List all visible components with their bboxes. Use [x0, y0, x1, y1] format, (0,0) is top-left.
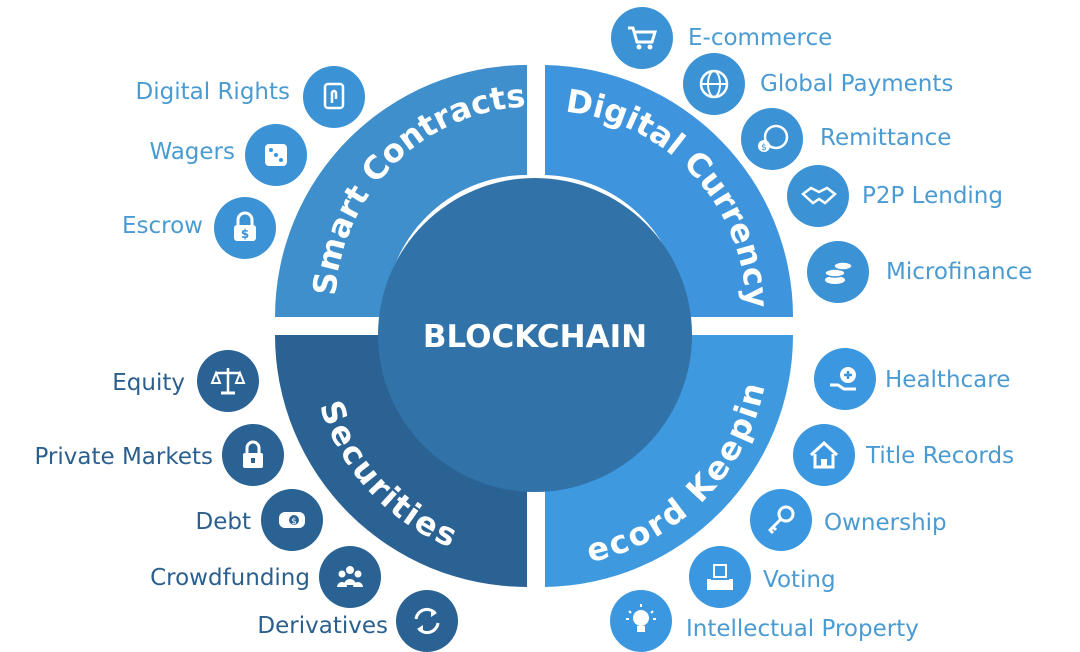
item-e-commerce: E-commerce: [688, 25, 833, 51]
svg-text:$: $: [291, 517, 297, 527]
cycle-arrows-icon-glyph: [414, 607, 440, 635]
item-microfinance: Microfinance: [886, 259, 1033, 285]
item-title-records: Title Records: [866, 443, 1015, 469]
touch-phone-icon: [303, 66, 365, 128]
quadrant-record-keeping: [545, 335, 793, 587]
shopping-cart-icon-glyph: [628, 26, 658, 50]
svg-text:$: $: [241, 227, 249, 241]
ballot-box-icon: [689, 546, 751, 608]
people-group-icon-glyph: [337, 566, 363, 587]
globe-money-icon-glyph: $: [758, 124, 789, 153]
shopping-cart-icon: [611, 7, 673, 69]
item-healthcare: Healthcare: [885, 367, 1011, 393]
item-crowdfunding: Crowdfunding: [150, 565, 310, 591]
medical-hand-icon: [814, 348, 876, 410]
dice-icon: [245, 124, 307, 186]
padlock-icon-glyph: [243, 440, 263, 468]
cycle-arrows-icon: [396, 590, 458, 652]
dice-icon-glyph: [265, 144, 287, 166]
item-p2p-lending: P2P Lending: [862, 183, 1003, 209]
scales-icon: [197, 350, 259, 412]
people-group-icon: [319, 546, 381, 608]
quadrant-digital-currency: [545, 65, 793, 317]
dollar-lock-icon: $: [214, 197, 276, 259]
key-icon-glyph: [767, 505, 795, 535]
item-intellectual-property: Intellectual Property: [686, 616, 919, 642]
people-group-icon-circle: [319, 546, 381, 608]
handshake-icon-glyph: [801, 186, 837, 205]
svg-text:$: $: [761, 143, 767, 153]
lightbulb-icon: [610, 590, 672, 652]
touch-phone-icon-glyph: [323, 82, 345, 110]
globe-money-icon: $: [741, 108, 803, 170]
hub-circle: [378, 178, 692, 492]
globe-money-icon-circle: [741, 108, 803, 170]
quadrant-securities: [275, 335, 527, 587]
cycle-arrows-icon-circle: [396, 590, 458, 652]
handshake-icon: [787, 165, 849, 227]
item-digital-rights: Digital Rights: [135, 79, 290, 105]
scales-icon-glyph: [210, 368, 246, 395]
house-icon: [793, 424, 855, 486]
coin-stack-icon: [807, 241, 869, 303]
quadrant-smart-contracts: [275, 65, 527, 317]
ballot-box-icon-glyph: [707, 564, 733, 590]
item-debt: Debt: [195, 509, 251, 535]
house-icon-circle: [793, 424, 855, 486]
medical-hand-icon-glyph: [830, 367, 856, 391]
dollar-lock-icon-glyph: $: [234, 211, 256, 241]
item-voting: Voting: [763, 567, 836, 593]
lightbulb-icon-glyph: [626, 604, 656, 632]
key-icon: [750, 489, 812, 551]
shopping-cart-icon-circle: [611, 7, 673, 69]
item-remittance: Remittance: [820, 125, 952, 151]
padlock-icon: [222, 424, 284, 486]
item-global-payments: Global Payments: [760, 71, 954, 97]
item-escrow: Escrow: [122, 213, 203, 239]
item-derivatives: Derivatives: [257, 613, 388, 639]
cash-hand-icon-glyph: $: [279, 512, 305, 528]
globe-icon: [683, 53, 745, 115]
item-equity: Equity: [112, 370, 185, 396]
touch-phone-icon-circle: [303, 66, 365, 128]
handshake-icon-circle: [787, 165, 849, 227]
coin-stack-icon-glyph: [824, 261, 853, 284]
hub-title: BLOCKCHAIN: [423, 319, 647, 355]
item-wagers: Wagers: [149, 139, 235, 165]
house-icon-glyph: [809, 440, 839, 469]
item-ownership: Ownership: [824, 510, 947, 536]
item-private-markets: Private Markets: [34, 444, 213, 470]
cash-hand-icon: $: [261, 489, 323, 551]
globe-icon-glyph: [699, 69, 729, 99]
